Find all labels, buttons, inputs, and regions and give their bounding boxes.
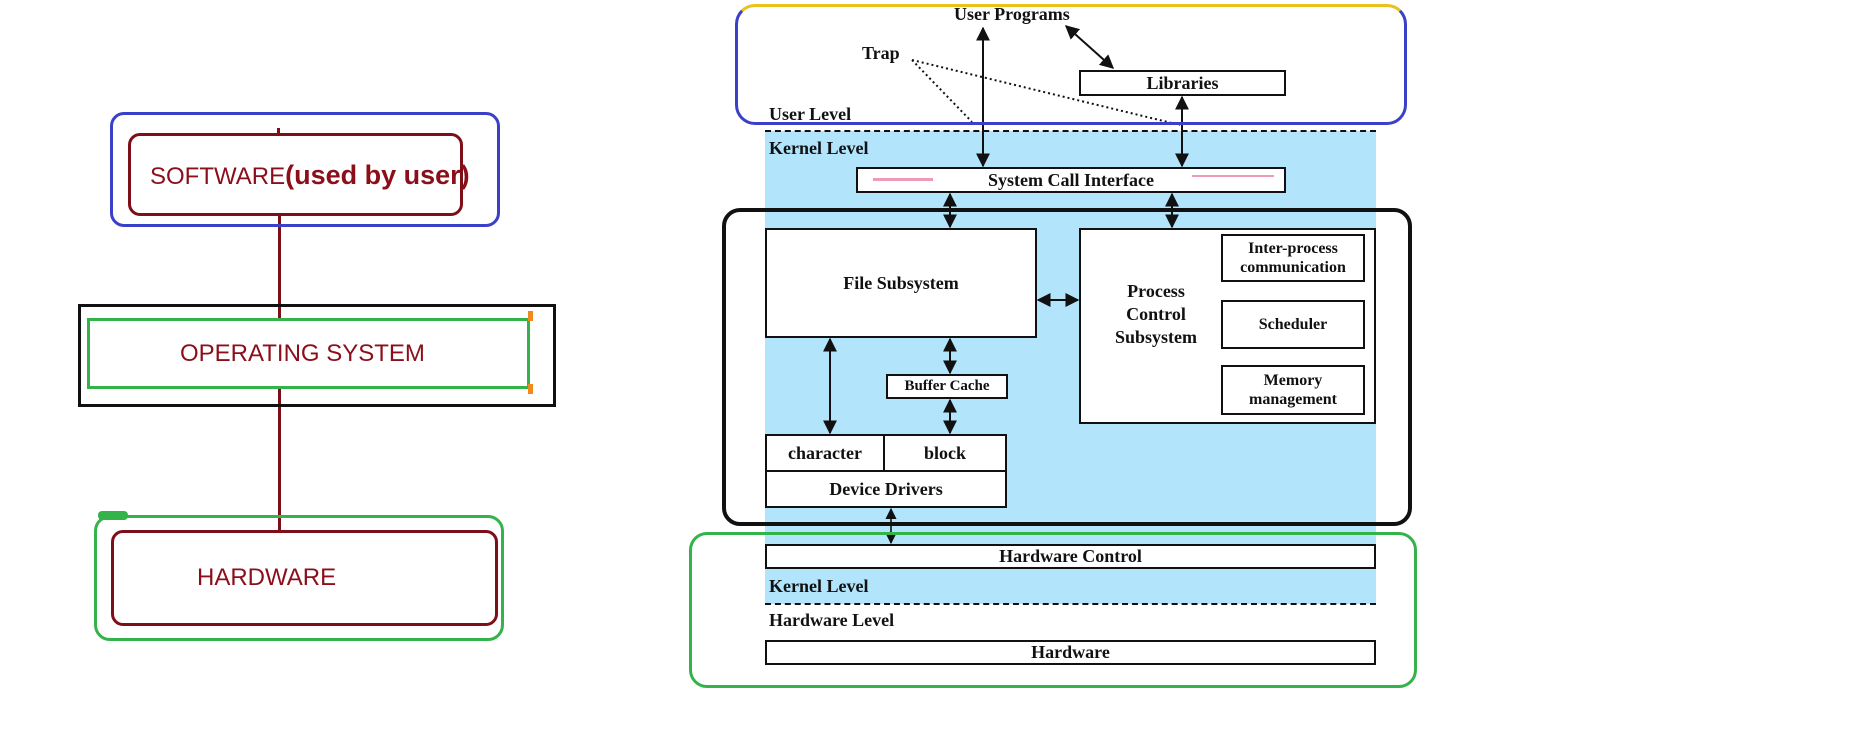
libraries-box: Libraries [1079, 70, 1286, 96]
process-control-line-3: Subsystem [1114, 327, 1198, 347]
software-label-text: SOFTWARE [150, 163, 286, 190]
memory-line-1: Memory [1263, 372, 1323, 389]
hardware-outer-frame [94, 515, 504, 641]
ipc-box: Inter-process communication [1221, 234, 1365, 282]
hardware-box [111, 530, 498, 626]
hardware-control-box: Hardware Control [765, 544, 1376, 569]
os-label: OPERATING SYSTEM [180, 340, 425, 367]
hardware-level-highlight-frame [689, 532, 1417, 688]
character-block-divider [883, 434, 885, 471]
user-level-label: User Level [769, 104, 852, 124]
os-outer-frame [78, 304, 556, 407]
os-box [87, 318, 530, 389]
hardware-bar: Hardware [765, 640, 1376, 665]
device-drivers-cell: Device Drivers [767, 472, 1005, 506]
hardware-level-label: Hardware Level [769, 610, 895, 630]
software-note: (used by user) [285, 160, 470, 190]
software-outer-frame [110, 112, 500, 227]
block-cell: block [885, 436, 1005, 470]
process-control-line-1: Process [1127, 281, 1185, 301]
character-label: character [788, 442, 862, 463]
arrow-user-programs-libraries [1064, 25, 1115, 69]
process-control-label: Process Control Subsystem [1096, 280, 1216, 349]
hardware-frame-tab [98, 511, 128, 520]
buffer-cache-label: Buffer Cache [904, 378, 990, 394]
buffer-cache-box: Buffer Cache [886, 374, 1008, 399]
os-corner-mark-top [528, 311, 533, 321]
system-call-interface-label: System Call Interface [988, 169, 1154, 190]
software-box [128, 133, 463, 216]
os-corner-mark-bottom [528, 384, 533, 394]
kernel-level-bottom-label: Kernel Level [769, 576, 869, 596]
memory-management-box: Memory management [1221, 365, 1365, 415]
connector-line [277, 128, 280, 136]
kernel-level-top-label: Kernel Level [769, 138, 869, 158]
memory-line-2: management [1249, 391, 1337, 408]
ipc-line-2: communication [1240, 259, 1346, 276]
user-kernel-divider [765, 130, 1376, 132]
file-subsystem-box: File Subsystem [765, 228, 1037, 338]
software-label: SOFTWARE(used by user) [150, 160, 470, 191]
trap-dotted-line-2 [911, 59, 1181, 126]
highlight-mark-right [1192, 175, 1274, 177]
libraries-label: Libraries [1146, 72, 1219, 93]
scheduler-label: Scheduler [1258, 316, 1328, 333]
kernel-core-highlight-frame [722, 208, 1412, 526]
hardware-bar-label: Hardware [1031, 642, 1110, 662]
connector-line-software-os [278, 216, 281, 319]
trap-label: Trap [862, 43, 900, 63]
ipc-line-1: Inter-process [1248, 240, 1338, 257]
user-level-highlight-frame [735, 4, 1407, 125]
file-subsystem-label: File Subsystem [843, 272, 959, 293]
hardware-label: HARDWARE [197, 564, 337, 591]
kernel-hardware-divider [765, 603, 1376, 605]
character-cell: character [767, 436, 883, 470]
device-drivers-label: Device Drivers [829, 478, 943, 499]
trap-dotted-line-1 [911, 59, 973, 123]
hardware-control-label: Hardware Control [999, 546, 1142, 566]
user-programs-label: User Programs [954, 4, 1070, 24]
block-label: block [923, 442, 966, 463]
scheduler-box: Scheduler [1221, 300, 1365, 349]
highlight-mark-left [873, 178, 933, 181]
process-control-line-2: Control [1126, 304, 1186, 324]
connector-line-os-hardware [278, 389, 281, 533]
device-drivers-row-divider [765, 470, 1007, 472]
